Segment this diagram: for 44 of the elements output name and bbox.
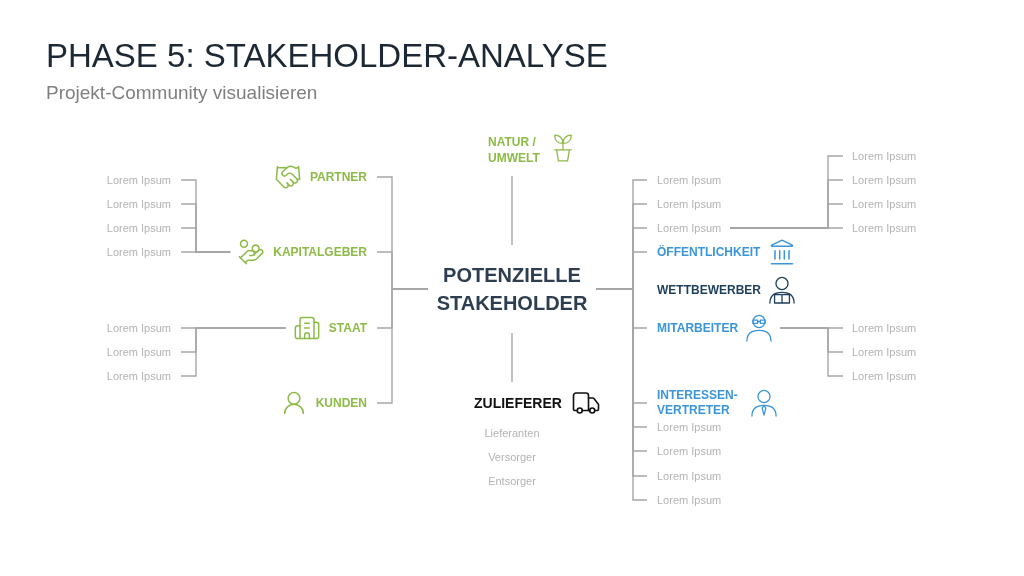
connector-line: [180, 251, 231, 253]
connector-line: [180, 327, 287, 377]
item-text: Lorem Ipsum: [852, 369, 917, 383]
item-text: Lorem Ipsum: [106, 369, 171, 383]
item-text: Lorem Ipsum: [852, 345, 917, 359]
item-text: Lorem Ipsum: [657, 493, 722, 507]
connector-line: [779, 327, 844, 377]
page-title: PHASE 5: STAKEHOLDER-ANALYSE: [46, 36, 608, 76]
stakeholder-label: KAPITALGEBER: [273, 244, 367, 261]
sub-item-text: Lieferanten: [483, 426, 541, 440]
connector-line: [729, 227, 844, 229]
connector-line: [511, 175, 513, 246]
item-text: Lorem Ipsum: [852, 321, 917, 335]
stakeholder-label: MITARBEITER: [657, 320, 739, 337]
stakeholder-label: STAAT: [328, 320, 367, 337]
item-text: Lorem Ipsum: [657, 221, 722, 235]
stakeholder-label: KUNDEN: [315, 395, 367, 412]
stakeholder-label: ZULIEFERER: [474, 393, 562, 413]
item-text: Lorem Ipsum: [106, 221, 171, 235]
item-text: Lorem Ipsum: [657, 444, 722, 458]
central-topic-text: POTENZIELLE STAKEHOLDER: [435, 263, 589, 316]
sub-item-text: Entsorger: [487, 474, 537, 488]
item-text: Lorem Ipsum: [106, 197, 171, 211]
connector-line: [376, 288, 429, 404]
stakeholder-label: WETTBEWERBER: [657, 282, 761, 299]
connector-line: [511, 332, 513, 383]
item-text: Lorem Ipsum: [106, 321, 171, 335]
item-text: Lorem Ipsum: [657, 420, 722, 434]
stakeholder-label: ÖFFENTLICHKEIT: [657, 244, 761, 261]
item-text: Lorem Ipsum: [106, 245, 171, 259]
stakeholder-label: NATUR / UMWELT: [488, 134, 541, 166]
stakeholder-label: PARTNER: [309, 169, 367, 186]
item-text: Lorem Ipsum: [852, 221, 917, 235]
item-text: Lorem Ipsum: [657, 197, 722, 211]
item-text: Lorem Ipsum: [106, 345, 171, 359]
stakeholder-label: INTERESSEN-VERTRETER: [657, 388, 739, 418]
item-text: Lorem Ipsum: [106, 173, 171, 187]
sub-item-text: Versorger: [487, 450, 537, 464]
item-text: Lorem Ipsum: [657, 469, 722, 483]
item-text: Lorem Ipsum: [657, 173, 722, 187]
subtitle: Projekt-Community visualisieren: [46, 81, 318, 105]
item-text: Lorem Ipsum: [852, 173, 917, 187]
item-text: Lorem Ipsum: [852, 149, 917, 163]
item-text: Lorem Ipsum: [852, 197, 917, 211]
